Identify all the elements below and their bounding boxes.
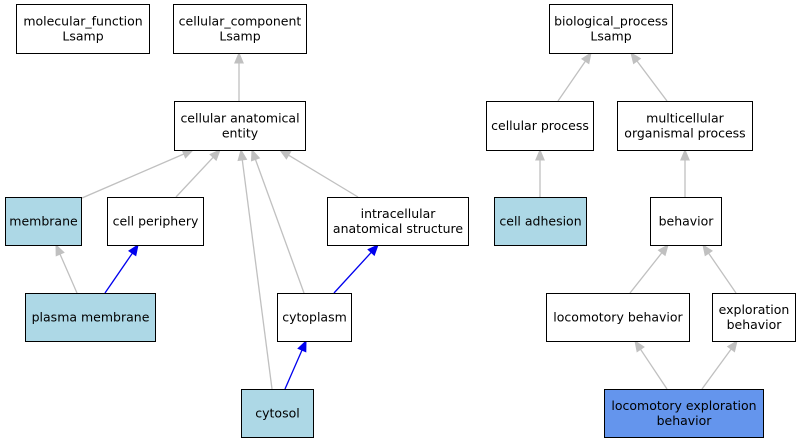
edge-intracellular-anatomical-structure-to-cellular-anatomical-entity <box>288 154 359 198</box>
node-label-line: Lsamp <box>219 29 260 44</box>
arrowhead-locomotory-behavior-to-behavior <box>657 243 669 257</box>
nodes-layer: molecular_functionLsampcellular_componen… <box>5 4 796 438</box>
node-box <box>494 197 587 246</box>
edge-locomotory-exploration-behavior-to-exploration-behavior <box>701 348 732 390</box>
arrowhead-multicellular-organismal-process-to-biological-process <box>630 51 642 65</box>
edge-multicellular-organismal-process-to-biological-process <box>636 60 668 102</box>
node-label-line: membrane <box>9 214 78 229</box>
arrowhead-behavior-to-multicellular-organismal-process <box>680 148 690 161</box>
node-label-line: intracellular <box>361 206 437 221</box>
node-label-line: Lsamp <box>590 29 631 44</box>
node-behavior[interactable]: behavior <box>650 197 722 246</box>
node-box <box>107 197 204 246</box>
node-cytoplasm[interactable]: cytoplasm <box>277 293 352 342</box>
node-label-line: molecular_function <box>23 14 142 29</box>
node-cytosol[interactable]: cytosol <box>241 389 314 438</box>
node-label-line: cellular process <box>491 118 589 133</box>
edge-plasma-membrane-to-membrane <box>59 253 78 294</box>
node-locomotory-behavior[interactable]: locomotory behavior <box>546 293 690 342</box>
node-label-line: biological_process <box>554 14 668 29</box>
arrowhead-cytoplasm-to-intracellular-anatomical-structure <box>367 244 379 257</box>
node-membrane[interactable]: membrane <box>5 197 82 246</box>
arrowhead-locomotory-exploration-behavior-to-exploration-behavior <box>726 339 738 353</box>
edge-cytosol-to-cytoplasm <box>284 349 303 390</box>
node-label-line: Lsamp <box>62 29 103 44</box>
node-label-line: plasma membrane <box>32 310 150 325</box>
node-cellular-process[interactable]: cellular process <box>486 101 594 151</box>
node-label-line: exploration <box>719 302 790 317</box>
arrowhead-locomotory-exploration-behavior-to-locomotory-behavior <box>634 339 645 353</box>
node-box <box>546 293 690 342</box>
node-box <box>25 293 156 342</box>
node-box <box>604 389 764 438</box>
node-box <box>241 389 314 438</box>
arrowhead-cellular-process-to-biological-process <box>580 51 592 65</box>
edges-layer <box>55 51 738 390</box>
arrowhead-cell-adhesion-to-cellular-process <box>535 148 545 161</box>
node-label-line: locomotory behavior <box>553 310 683 325</box>
arrowhead-plasma-membrane-to-cell-periphery <box>127 243 139 257</box>
edge-cytoplasm-to-intracellular-anatomical-structure <box>333 251 372 294</box>
node-label-line: cellular_component <box>179 14 302 29</box>
edge-cytosol-to-cellular-anatomical-entity <box>241 159 273 390</box>
node-label-line: cell periphery <box>113 214 199 229</box>
arrowhead-cellular-anatomical-entity-to-cellular-component <box>234 51 244 64</box>
arrowhead-intracellular-anatomical-structure-to-cellular-anatomical-entity <box>278 149 292 160</box>
node-box <box>173 4 307 54</box>
arrowhead-membrane-to-cellular-anatomical-entity <box>181 149 195 159</box>
edge-cytoplasm-to-cellular-anatomical-entity <box>254 159 305 294</box>
node-box <box>549 4 673 54</box>
node-label-line: locomotory exploration <box>611 398 756 413</box>
edge-plasma-membrane-to-cell-periphery <box>104 252 133 294</box>
node-label-line: cytoplasm <box>282 310 347 325</box>
arrowhead-exploration-behavior-to-behavior <box>702 243 714 257</box>
node-box <box>277 293 352 342</box>
node-label-line: multicellular <box>646 111 725 126</box>
edge-exploration-behavior-to-behavior <box>708 252 737 294</box>
node-plasma-membrane[interactable]: plasma membrane <box>25 293 156 342</box>
edge-locomotory-behavior-to-behavior <box>629 252 663 294</box>
node-label-line: entity <box>222 126 259 141</box>
edge-locomotory-exploration-behavior-to-locomotory-behavior <box>640 348 668 390</box>
edge-membrane-to-cellular-anatomical-entity <box>81 153 185 199</box>
node-box <box>712 293 796 342</box>
node-box <box>16 4 150 54</box>
node-box <box>5 197 82 246</box>
node-box <box>486 101 594 151</box>
node-label-line: behavior <box>659 214 715 229</box>
node-label-line: behavior <box>657 413 713 428</box>
node-box <box>617 101 753 151</box>
node-label-line: anatomical structure <box>333 221 463 236</box>
arrowhead-cytosol-to-cellular-anatomical-entity <box>237 148 248 162</box>
node-cell-periphery[interactable]: cell periphery <box>107 197 204 246</box>
arrowhead-cytosol-to-cytoplasm <box>297 339 307 353</box>
arrowhead-cytoplasm-to-cellular-anatomical-entity <box>250 148 261 162</box>
node-box <box>650 197 722 246</box>
edge-cell-periphery-to-cellular-anatomical-entity <box>175 156 214 198</box>
node-cell-adhesion[interactable]: cell adhesion <box>494 197 587 246</box>
arrowhead-plasma-membrane-to-membrane <box>55 243 65 257</box>
node-label-line: cell adhesion <box>499 214 581 229</box>
node-label-line: organismal process <box>624 126 745 141</box>
arrowhead-cell-periphery-to-cellular-anatomical-entity <box>209 149 221 162</box>
node-box <box>327 197 469 246</box>
node-label-line: cytosol <box>255 406 299 421</box>
node-box <box>174 101 306 151</box>
node-label-line: behavior <box>727 317 783 332</box>
edge-cellular-process-to-biological-process <box>557 60 586 102</box>
node-label-line: cellular anatomical <box>180 111 299 126</box>
